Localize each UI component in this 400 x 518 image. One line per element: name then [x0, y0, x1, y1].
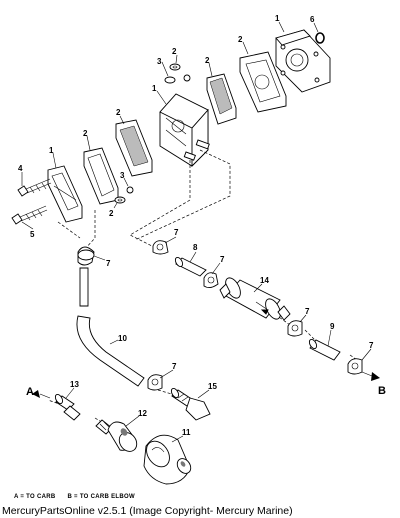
- screw-5-part[interactable]: [11, 205, 48, 225]
- arrow-a: [32, 390, 51, 399]
- leader-lines: [21, 21, 372, 443]
- callout-5-screw: 5: [30, 230, 35, 239]
- clamp-e-part[interactable]: [147, 374, 163, 391]
- callouts: 1 6 2 2 3 2 1 2 2 1 4 3 2 5 7 7 8 7 14 7…: [18, 14, 386, 437]
- callout-3-top: 3: [157, 57, 162, 66]
- callout-9-hose: 9: [330, 322, 335, 331]
- callout-13-hose: 13: [70, 380, 79, 389]
- callout-3-lower: 3: [120, 171, 125, 180]
- clamp-b-part[interactable]: [203, 272, 219, 289]
- callout-12-bulb: 12: [138, 409, 147, 418]
- primer-bulb-part[interactable]: [95, 419, 140, 455]
- callout-2-gasket-top: 2: [238, 35, 243, 44]
- short-hose-8-part[interactable]: [174, 256, 207, 277]
- clamp-d-part[interactable]: [347, 358, 363, 375]
- arrow-label-a: A: [26, 386, 34, 398]
- legend-a-note: A = TO CARB: [14, 494, 56, 500]
- pump-base-part[interactable]: [47, 165, 83, 223]
- callout-1-base: 1: [49, 146, 54, 155]
- callout-2-washer-lower: 2: [109, 209, 114, 218]
- o-ring-part[interactable]: [315, 32, 325, 44]
- hose-9-part[interactable]: [308, 338, 341, 361]
- fuel-filter-part[interactable]: [219, 275, 291, 321]
- callout-15-fitting: 15: [208, 382, 217, 391]
- callout-7-clamp-d: 7: [369, 341, 374, 350]
- small-hose-13-part[interactable]: [54, 393, 81, 421]
- callout-11-separator: 11: [182, 428, 191, 437]
- callout-7-elbow: 7: [106, 259, 111, 268]
- separator-part[interactable]: [142, 434, 194, 485]
- clamp-a-part[interactable]: [152, 240, 169, 255]
- washer-lower-2-part[interactable]: [114, 196, 126, 204]
- fuel-pump-body-part[interactable]: [159, 93, 210, 168]
- clamp-c-part[interactable]: [287, 320, 303, 337]
- legend: A = TO CARB B = TO CARB ELBOW: [14, 494, 145, 500]
- long-hose-part[interactable]: [76, 267, 145, 387]
- screw-4-part[interactable]: [17, 178, 52, 197]
- callout-10-hose: 10: [118, 334, 127, 343]
- washer-top-part[interactable]: [169, 63, 181, 71]
- callout-2-gasket-mid: 2: [83, 129, 88, 138]
- callout-14-filter: 14: [260, 276, 269, 285]
- callout-2-check-valve: 2: [116, 108, 121, 117]
- copyright-footer: MercuryPartsOnline v2.5.1 (Image Copyrig…: [2, 505, 293, 517]
- elbow-fitting-part[interactable]: [77, 246, 95, 266]
- legend-b-note: B = TO CARB ELBOW: [67, 494, 135, 500]
- fitting-15-part[interactable]: [170, 387, 211, 421]
- callout-1-cover: 1: [275, 14, 280, 23]
- washer-lower-3-part[interactable]: [126, 186, 134, 194]
- arrow-label-b: B: [378, 385, 386, 397]
- screw-top-part[interactable]: [164, 74, 191, 84]
- arrow-b: [361, 371, 380, 381]
- callout-6-o-ring: 6: [310, 15, 315, 24]
- gasket-top-part[interactable]: [239, 51, 287, 113]
- callout-2-washer-top: 2: [172, 47, 177, 56]
- callout-7-clamp-a: 7: [174, 228, 179, 237]
- callout-7-clamp-b: 7: [220, 255, 225, 264]
- callout-1-pump: 1: [152, 84, 157, 93]
- callout-7-clamp-c: 7: [305, 307, 310, 316]
- diaphragm-part[interactable]: [206, 73, 237, 125]
- callout-7-clamp-e: 7: [172, 362, 177, 371]
- pump-cover-part[interactable]: [275, 29, 331, 93]
- callout-4-screw: 4: [18, 164, 23, 173]
- check-valve-plate-part[interactable]: [115, 119, 153, 177]
- gasket-mid-part[interactable]: [83, 147, 119, 205]
- callout-8-hose: 8: [193, 243, 198, 252]
- callout-2-diaphragm: 2: [205, 56, 210, 65]
